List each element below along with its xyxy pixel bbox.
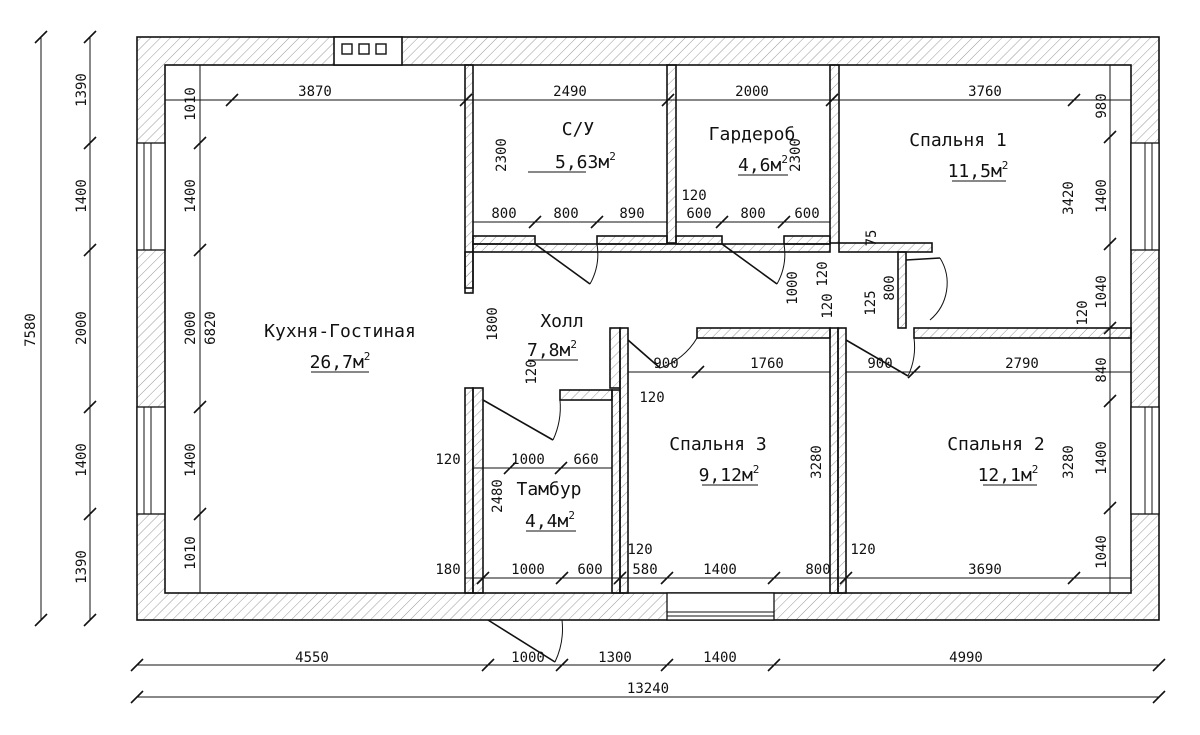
dim-wardrobe-door: 800 [740,206,765,222]
interior-walls [464,64,1132,594]
dim-right-lower: 840 [1094,357,1110,382]
dim-left-inner: 1010 [183,87,199,121]
room-area-bedroom1: 11,5м2 [948,159,1009,182]
dim-hall-wall: 120 [524,359,540,384]
dim-wardrobe-door: 600 [794,206,819,222]
dim-bath-height: 2300 [494,138,510,172]
dim-bath-door: 890 [619,206,644,222]
dim-closet: 75 [864,230,880,247]
dim-bedroom2-top: 900 [867,356,892,372]
room-name-hall: Холл [540,311,583,332]
room-area-hall: 7,8м2 [527,338,577,361]
dim-left-inner: 1400 [183,179,199,213]
dim-vestibule-row: 1000 [511,452,545,468]
dim-total-height: 7580 [23,313,39,347]
room-area-bedroom3: 9,12м2 [699,463,760,486]
room-name-vestibule: Тамбур [516,479,581,500]
room-area-bedroom2: 12,1м2 [978,463,1039,486]
dimension-labels: 13240 4550 1000 1300 1400 4990 7580 1390… [23,73,1110,697]
dim-top-row: 3870 [298,84,332,100]
dim-closet: 120 [820,293,836,318]
dim-closet-door: 1000 [785,271,801,305]
dim-bath-door: 800 [491,206,516,222]
dim-right-upper: 1040 [1094,275,1110,309]
dim-kitchen-depth: 6820 [203,311,219,345]
dim-vestibule-row: 120 [435,452,460,468]
dim-closet: 800 [882,275,898,300]
windows [136,142,1160,621]
dim-bottom-inner: 1000 [511,562,545,578]
dim-bedroom3-depth: 3280 [809,445,825,479]
dim-right-lower: 1400 [1094,441,1110,475]
room-name-bedroom1: Спальня 1 [909,130,1007,151]
dim-right-upper: 1400 [1094,179,1110,213]
dim-bottom-inner: 1400 [703,562,737,578]
room-area-kitchen: 26,7м2 [310,350,371,373]
dim-total-width: 13240 [627,681,669,697]
dim-bedroom3-top: 120 [639,390,664,406]
dim-vestibule-row: 660 [573,452,598,468]
dimension-lines [34,30,1166,704]
dim-bedroom2-depth: 3280 [1061,445,1077,479]
dim-bath-door: 800 [553,206,578,222]
dim-top-row: 3760 [968,84,1002,100]
dim-left-outer: 1400 [74,443,90,477]
dim-bottom-inner: 600 [577,562,602,578]
room-name-bath: С/У [562,119,595,140]
dim-wardrobe-height: 2300 [788,138,804,172]
dim-bedroom3-top: 900 [653,356,678,372]
dim-left-outer: 1400 [74,179,90,213]
dim-bottom-inner: 120 [850,542,875,558]
dim-left-outer: 1390 [74,73,90,107]
dim-left-inner: 1010 [183,536,199,570]
dim-left-outer: 2000 [74,311,90,345]
dim-bottom-inner: 800 [805,562,830,578]
room-name-bedroom3: Спальня 3 [669,434,767,455]
dim-closet: 120 [815,261,831,286]
dim-closet: 125 [863,290,879,315]
room-labels: Кухня-Гостиная 26,7м2 С/У 5,63м2 Гардеро… [264,119,1045,532]
dim-bottom: 1000 [511,650,545,666]
dim-bottom: 4990 [949,650,983,666]
room-area-wardrobe: 4,6м2 [738,153,788,176]
room-name-kitchen: Кухня-Гостиная [264,321,416,342]
dim-wardrobe-door: 600 [686,206,711,222]
room-name-wardrobe: Гардероб [709,124,796,145]
dim-right-lower: 1040 [1094,535,1110,569]
dim-right-upper: 980 [1094,93,1110,118]
room-area-bath: 5,63м2 [555,150,616,173]
dim-bottom: 4550 [295,650,329,666]
room-area-vestibule: 4,4м2 [525,509,575,532]
dim-bottom: 1400 [703,650,737,666]
dim-left-outer: 1390 [74,550,90,584]
dim-vestibule-height: 2480 [490,479,506,513]
dim-bottom-inner: 3690 [968,562,1002,578]
doors [482,243,948,663]
dim-bedroom1-depth: 3420 [1061,181,1077,215]
dim-bottom-inner: 120 [627,542,652,558]
dim-left-inner: 1400 [183,443,199,477]
dim-hall-height: 1800 [485,307,501,341]
dim-left-inner: 2000 [183,311,199,345]
dim-top-row: 2000 [735,84,769,100]
dim-right-lower: 120 [1075,300,1091,325]
dim-bottom: 1300 [598,650,632,666]
dim-bottom-inner: 180 [435,562,460,578]
dim-bedroom3-top: 1760 [750,356,784,372]
dim-bottom-inner: 580 [632,562,657,578]
dim-top-row: 2490 [553,84,587,100]
dim-wardrobe-door: 120 [681,188,706,204]
dim-bedroom2-top: 2790 [1005,356,1039,372]
room-name-bedroom2: Спальня 2 [947,434,1045,455]
